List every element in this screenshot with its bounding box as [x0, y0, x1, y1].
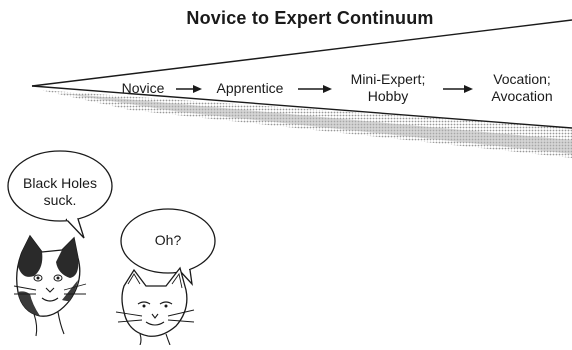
stage-label-mini-expert: Mini-Expert; Hobby: [350, 71, 426, 104]
cat-two-illustration: [115, 266, 195, 346]
stage-label-novice: Novice: [121, 80, 165, 96]
arrow-novice-to-apprentice: [176, 85, 202, 93]
wedge-shadow-dark: [60, 93, 572, 154]
wedge-lower-edge: [31, 85, 572, 129]
speech-text-oh: Oh?: [154, 232, 182, 248]
cat-one-illustration: [13, 234, 87, 337]
wedge-upper-edge: [31, 19, 572, 87]
arrow-mini-expert-to-vocation: [443, 85, 473, 93]
speech-bubble-black-holes: [7, 150, 113, 239]
stage-label-apprentice: Apprentice: [216, 80, 284, 96]
diagram-title: Novice to Expert Continuum: [186, 8, 434, 28]
stage-label-vocation: Vocation; Avocation: [491, 71, 553, 104]
speech-text-black-holes: Black Holes suck.: [23, 175, 97, 208]
speech-bubble-oh: [120, 208, 216, 286]
arrow-apprentice-to-mini-expert: [298, 85, 332, 93]
